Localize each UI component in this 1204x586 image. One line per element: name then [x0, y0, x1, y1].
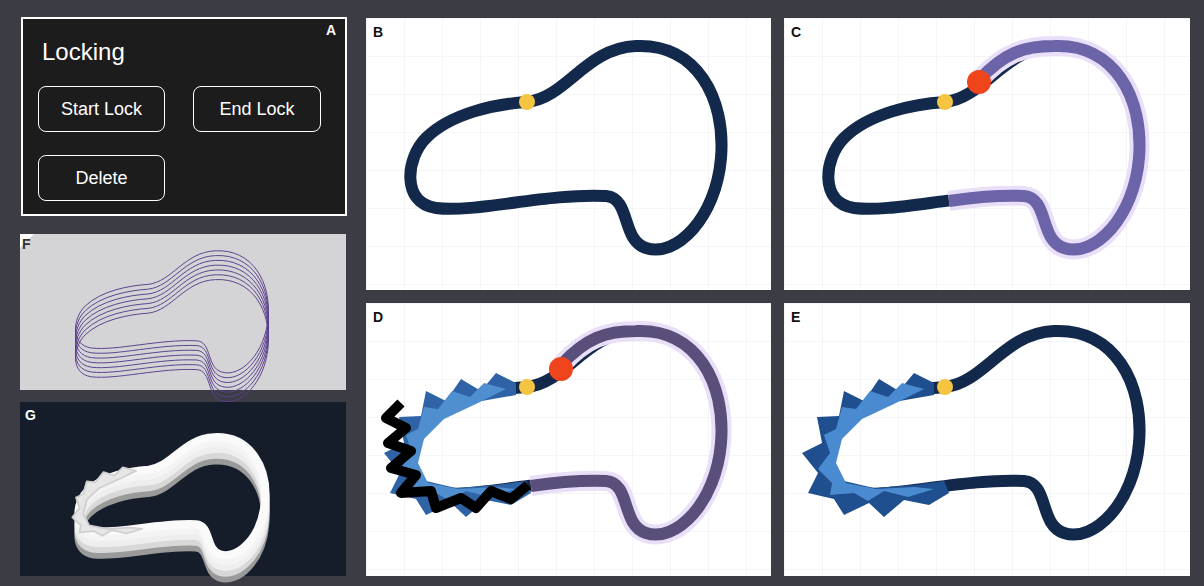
- panel-letter: G: [25, 407, 36, 423]
- panel-letter: B: [373, 24, 383, 40]
- panel-title: Locking: [42, 38, 125, 66]
- button-box: Start Lock: [38, 86, 165, 132]
- panel-letter: D: [373, 309, 383, 325]
- button-label: Delete: [75, 168, 127, 189]
- panel-letter: A: [326, 22, 336, 38]
- button-label: End Lock: [219, 99, 294, 120]
- button-box: Delete: [38, 155, 165, 201]
- panel-letter: F: [22, 236, 31, 252]
- button-box: End Lock: [193, 86, 321, 132]
- panel-box: LockingStart Lock End LockDelete: [22, 18, 346, 215]
- panel-letter: E: [791, 309, 800, 325]
- button-label: Start Lock: [61, 99, 142, 120]
- panel-letter: C: [791, 24, 801, 40]
